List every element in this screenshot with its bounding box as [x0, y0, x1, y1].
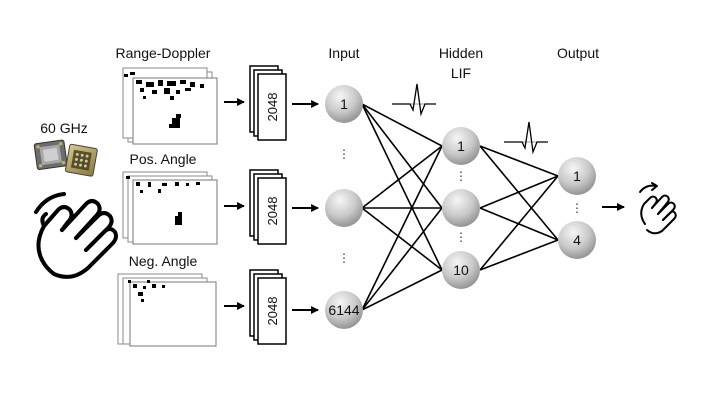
node-label: 10 — [453, 262, 469, 278]
stack-group-3: 2048 — [249, 269, 287, 345]
stack-to-input-arrows — [292, 100, 319, 314]
stack-size-label: 2048 — [265, 197, 280, 226]
pos-angle-label: Pos. Angle — [130, 151, 197, 167]
neg-angle-label: Neg. Angle — [129, 253, 198, 269]
node-label: 4 — [573, 232, 581, 248]
spike-icon — [392, 83, 436, 117]
node-label: 1 — [573, 168, 581, 184]
output-layer-label: Output — [557, 45, 599, 61]
input-layer-label: Input — [328, 45, 359, 61]
hidden-layer-label: Hidden — [439, 45, 483, 61]
hidden-output-connections — [479, 145, 559, 271]
node-label: 1 — [457, 138, 465, 154]
hidden-node — [442, 189, 480, 227]
range-doppler-maps — [122, 67, 218, 145]
output-node: 1 — [558, 157, 596, 195]
hidden-node: 1 — [442, 127, 480, 165]
input-node — [325, 189, 363, 227]
stack-group-2: 2048 — [249, 169, 287, 245]
ellipsis: ⋮ — [571, 201, 583, 215]
hidden-node: 10 — [442, 251, 480, 289]
input-node: 6144 — [325, 291, 363, 329]
stack-size-label: 2048 — [265, 297, 280, 326]
range-doppler-label: Range-Doppler — [116, 45, 211, 61]
ellipsis: ⋮ — [338, 147, 350, 161]
input-hidden-connections — [361, 103, 443, 311]
map-to-stack-arrows — [224, 98, 245, 310]
radar-frequency-label: 60 GHz — [40, 120, 87, 136]
radar-chip-icon — [33, 139, 98, 177]
input-node: 1 — [325, 85, 363, 123]
ellipsis: ⋮ — [455, 169, 467, 183]
ellipsis: ⋮ — [338, 251, 350, 265]
pos-angle-maps — [122, 171, 218, 245]
waving-hand-icon — [34, 192, 118, 279]
stack-size-label: 2048 — [265, 93, 280, 122]
node-label: 1 — [340, 96, 348, 112]
gesture-hand-icon — [639, 182, 677, 235]
output-node: 4 — [558, 221, 596, 259]
lif-label: LIF — [451, 65, 471, 81]
neg-angle-maps — [117, 273, 217, 347]
stack-group-1: 2048 — [249, 65, 287, 141]
ellipsis: ⋮ — [455, 230, 467, 244]
spike-icon — [504, 121, 548, 155]
node-label: 6144 — [328, 302, 359, 318]
